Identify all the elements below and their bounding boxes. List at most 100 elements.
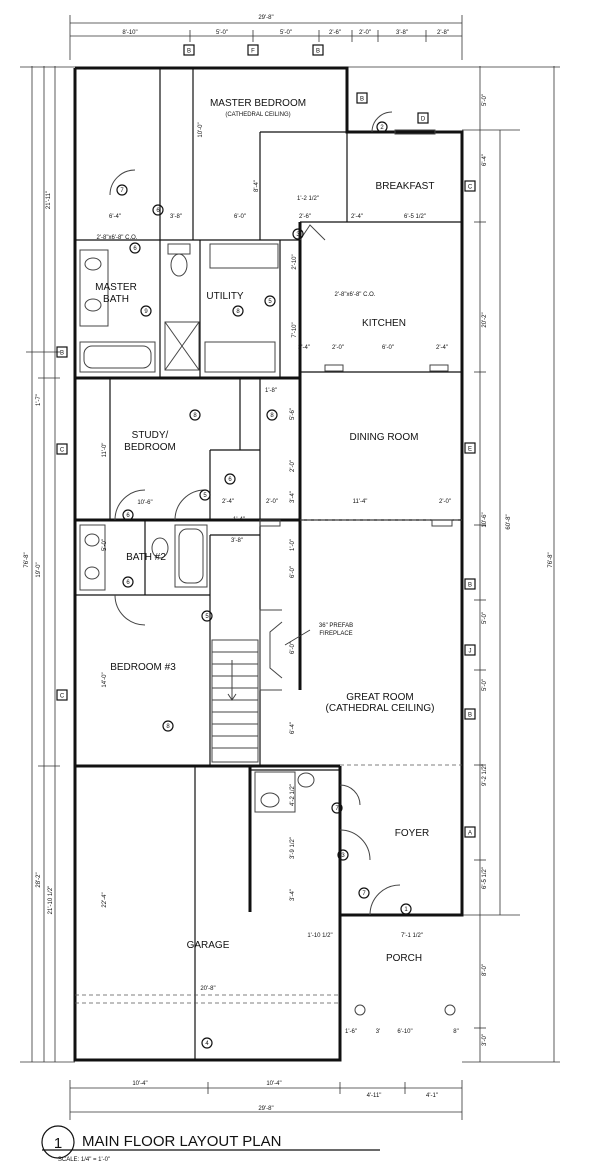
title-text: MAIN FLOOR LAYOUT PLAN xyxy=(82,1133,282,1150)
svg-text:C: C xyxy=(60,448,65,454)
fireplace-label-1: 36" PREFAB xyxy=(319,623,353,629)
svg-text:A: A xyxy=(468,831,472,837)
dim-k-h2: 7'-10" xyxy=(292,322,298,337)
dim-k-h1: 2'-10" xyxy=(292,254,298,269)
dim-left-a: 21'-11" xyxy=(46,191,52,209)
dim-d-5: 2'-0" xyxy=(266,499,278,505)
window-tag-j: J xyxy=(464,644,476,656)
dim-gr-h1: 6'-0" xyxy=(290,642,296,654)
dim-mb-h: 10'-0" xyxy=(198,122,204,137)
svg-text:7: 7 xyxy=(362,891,366,897)
window-tag-e: E xyxy=(464,442,476,454)
window-tag-b-top-1: B xyxy=(183,44,195,56)
dim-fy-1: 4'-2 1/2" xyxy=(290,784,296,806)
door-tag-6-hall: 6 xyxy=(224,473,236,485)
svg-text:E: E xyxy=(468,447,472,453)
door-tag-8-closet-1: 8 xyxy=(189,409,201,421)
dim-r-2: 6'-4" xyxy=(482,154,488,166)
dim-r-6: 5'-0" xyxy=(482,679,488,691)
svg-text:5: 5 xyxy=(205,614,209,620)
dim-p-4: 3' xyxy=(376,1029,380,1035)
dim-overall-top: 29'-8" xyxy=(258,15,273,21)
svg-text:4: 4 xyxy=(205,1041,209,1047)
dim-d-4: 2'-4" xyxy=(222,499,234,505)
dim-left-outer: 76'-8" xyxy=(24,552,30,567)
bedroom-3-label: BEDROOM #3 xyxy=(110,662,176,673)
door-tag-7-hb: 7 xyxy=(331,802,343,814)
dim-top-1: 8'-10" xyxy=(122,30,137,36)
dim-bk-2: 6'-5 1/2" xyxy=(404,214,426,220)
door-tag-5-b3: 5 xyxy=(201,610,213,622)
dim-st-h: 11'-0" xyxy=(102,443,108,458)
svg-text:6: 6 xyxy=(133,246,137,252)
beam-lines xyxy=(75,519,462,1004)
dim-d-9: 3'-4" xyxy=(290,491,296,503)
svg-text:C: C xyxy=(60,694,65,700)
dim-p-5: 6'-10" xyxy=(397,1029,412,1035)
dim-bot-2: 10'-4" xyxy=(266,1081,281,1087)
fixtures xyxy=(79,111,456,1016)
window-tag-b-right-1: B xyxy=(464,578,476,590)
dim-bot-4: 4'-1" xyxy=(426,1093,438,1099)
dim-d-6: 11'-4" xyxy=(353,499,368,505)
dim-bot-1: 10'-4" xyxy=(132,1081,147,1087)
door-tag-8-util: 8 xyxy=(232,305,244,317)
svg-text:B: B xyxy=(187,49,191,55)
door-tag-8-closet-2: 8 xyxy=(266,409,278,421)
dim-left-e: 21'-10 1/2" xyxy=(48,886,54,915)
dim-k-2: 2'-0" xyxy=(332,345,344,351)
dim-overall-bottom: 29'-8" xyxy=(258,1106,273,1112)
dim-top-4: 2'-6" xyxy=(329,30,341,36)
dim-mb-w3: 6'-0" xyxy=(234,214,246,220)
door-tag-6-bath2: 6 xyxy=(122,576,134,588)
dim-r-10: 3'-0" xyxy=(482,1034,488,1046)
svg-text:8: 8 xyxy=(193,413,197,419)
study-label-1: STUDY/ xyxy=(132,430,169,441)
great-room-sub-label: (CATHEDRAL CEILING) xyxy=(326,703,435,714)
dim-b2-h3: 6'-0" xyxy=(290,566,296,578)
door-tag-5-hall: 5 xyxy=(199,489,211,501)
study-label-2: BEDROOM xyxy=(124,442,176,453)
svg-text:C: C xyxy=(468,185,473,191)
dim-r-7: 9'-2 1/2" xyxy=(482,764,488,786)
dim-right-mid: 60'-8" xyxy=(506,514,512,529)
svg-text:8: 8 xyxy=(236,309,240,315)
master-bedroom-sub-label: (CATHEDRAL CEILING) xyxy=(225,112,290,118)
door-tag-4: 4 xyxy=(201,1037,213,1049)
dim-top-3: 5'-0" xyxy=(280,30,292,36)
window-tag-b-top-2: B xyxy=(312,44,324,56)
svg-text:7: 7 xyxy=(335,806,339,812)
master-bath-label-1: MASTER xyxy=(95,282,137,293)
dim-b3-h: 14'-0" xyxy=(102,672,108,687)
dim-top-5: 2'-0" xyxy=(359,30,371,36)
window-tag-c-left-1: C xyxy=(56,443,68,455)
breakfast-label: BREAKFAST xyxy=(376,181,435,192)
svg-text:5: 5 xyxy=(203,493,207,499)
dim-p-2: 7'-1 1/2" xyxy=(401,933,423,939)
dim-p-3: 1'-6" xyxy=(345,1029,357,1035)
dim-top-2: 5'-0" xyxy=(216,30,228,36)
dim-r-4: 10'-6" xyxy=(482,512,488,527)
dim-r-1: 5'-0" xyxy=(482,94,488,106)
dim-p-6: 8" xyxy=(453,1029,458,1035)
door-tag-2-mb: 2 xyxy=(376,121,388,133)
window-tag-b-mb: B xyxy=(356,92,368,104)
title-number: 1 xyxy=(54,1135,62,1152)
svg-text:8: 8 xyxy=(270,413,274,419)
master-bath-label-2: BATH xyxy=(103,294,129,305)
svg-text:5: 5 xyxy=(268,299,272,305)
dim-mb-w2: 3'-8" xyxy=(170,214,182,220)
dim-d-2: 5'-6" xyxy=(290,408,296,420)
dim-k-1: 3'-4" xyxy=(298,345,310,351)
interior-walls xyxy=(75,68,462,1060)
room-labels: MASTER BEDROOM (CATHEDRAL CEILING) BREAK… xyxy=(95,98,434,964)
dim-r-3: 20'-2" xyxy=(482,312,488,327)
window-tags: B F B B D C B C E B J C B A xyxy=(56,44,476,838)
master-bedroom-label: MASTER BEDROOM xyxy=(210,98,306,109)
svg-text:1: 1 xyxy=(404,907,408,913)
window-tag-f-top: F xyxy=(247,44,259,56)
window-tag-b-left: B xyxy=(56,346,68,358)
svg-text:D: D xyxy=(421,117,426,123)
dining-room-label: DINING ROOM xyxy=(350,432,419,443)
